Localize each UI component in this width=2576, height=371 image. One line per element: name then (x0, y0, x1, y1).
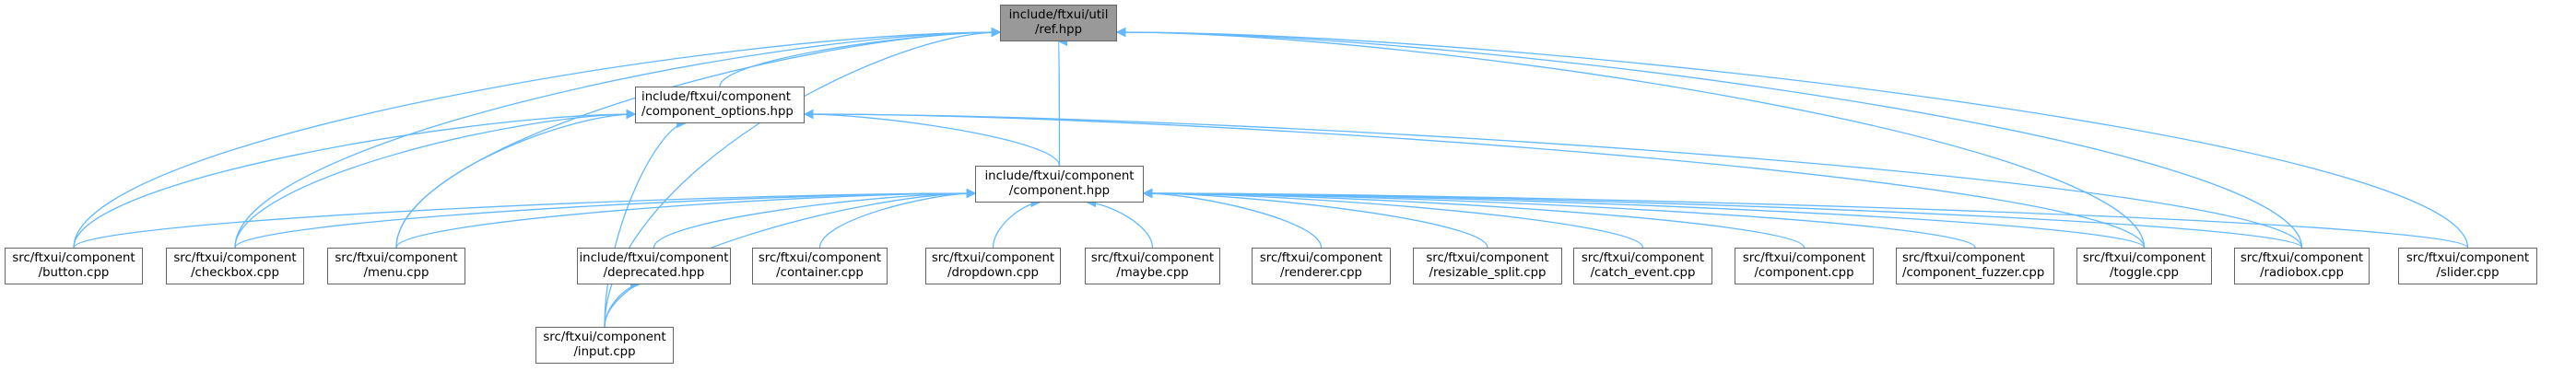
node-label-line2: /input.cpp (573, 345, 636, 359)
edge-button-to-ref (73, 27, 1002, 249)
edge-resizable_split-to-component_hpp (1142, 188, 1488, 249)
node-label-line1: src/ftxui/component (2240, 251, 2364, 265)
edge-renderer-to-component_hpp (1142, 188, 1323, 249)
edge-input-to-deprecated (604, 279, 641, 328)
node-label-line1: src/ftxui/component (543, 330, 666, 344)
node-label-line2: /ref.hpp (1034, 23, 1083, 37)
edge-component_fuzzer-to-component_hpp (1142, 188, 1976, 249)
node-label-line1: src/ftxui/component (1426, 251, 1549, 265)
edge-container-to-component_hpp (818, 188, 977, 249)
edge-menu-to-component_options (395, 109, 637, 249)
node-label-line1: src/ftxui/component (173, 251, 297, 265)
edge-maybe-to-component_hpp (1086, 197, 1154, 249)
node-menu-cpp[interactable]: src/ftxui/component /menu.cpp (327, 248, 465, 284)
node-label-line2: /button.cpp (38, 266, 110, 280)
node-label-line2: /slider.cpp (2436, 266, 2500, 280)
node-toggle-cpp[interactable]: src/ftxui/component /toggle.cpp (2076, 248, 2212, 284)
edge-menu-to-component_hpp (395, 188, 977, 249)
node-label-line2: /renderer.cpp (1280, 266, 1362, 280)
node-component-options-hpp[interactable]: include/ftxui/component /component_optio… (635, 87, 805, 123)
node-dropdown-cpp[interactable]: src/ftxui/component /dropdown.cpp (925, 248, 1061, 284)
node-slider-cpp[interactable]: src/ftxui/component /slider.cpp (2398, 248, 2537, 284)
node-label-line2: /toggle.cpp (2109, 266, 2179, 280)
node-label-line1: include/ftxui/component (579, 251, 729, 265)
node-label-line2: /component_fuzzer.cpp (1902, 266, 2045, 280)
edge-toggle-to-component_hpp (1142, 188, 2146, 249)
edge-button-to-component_options (73, 109, 637, 249)
node-label-line1: src/ftxui/component (12, 251, 135, 265)
node-label-line1: src/ftxui/component (1090, 251, 1215, 265)
node-label-line1: include/ftxui/component (984, 169, 1135, 183)
node-container-cpp[interactable]: src/ftxui/component /container.cpp (752, 248, 888, 284)
node-renderer-cpp[interactable]: src/ftxui/component /renderer.cpp (1252, 248, 1391, 284)
edge-toggle-to-component_options (803, 109, 2146, 249)
node-radiobox-cpp[interactable]: src/ftxui/component /radiobox.cpp (2234, 248, 2370, 284)
edge-slider-to-component_hpp (1142, 188, 2469, 249)
node-maybe-cpp[interactable]: src/ftxui/component /maybe.cpp (1085, 248, 1220, 284)
node-label-line1: src/ftxui/component (1581, 251, 1705, 265)
edge-button-to-component_hpp (73, 188, 977, 249)
node-label-line2: /component.cpp (1754, 266, 1854, 280)
node-label-line2: /checkbox.cpp (191, 266, 279, 280)
edge-component_options-to-ref (719, 27, 1002, 87)
node-label-line2: /container.cpp (776, 266, 864, 280)
edge-toggle-to-ref (1115, 27, 2146, 249)
node-label-line2: /menu.cpp (363, 266, 429, 280)
edge-checkbox-to-ref (234, 27, 1002, 249)
edge-component_hpp-to-component_options (803, 109, 1061, 167)
node-component-fuzzer-cpp[interactable]: src/ftxui/component /component_fuzzer.cp… (1896, 248, 2054, 284)
node-catch-event-cpp[interactable]: src/ftxui/component /catch_event.cpp (1573, 248, 1712, 284)
edge-checkbox-to-component_options (234, 109, 637, 249)
node-label-line2: /maybe.cpp (1116, 266, 1189, 280)
node-label-line1: include/ftxui/util (1008, 8, 1109, 22)
node-label-line2: /dropdown.cpp (947, 266, 1039, 280)
node-button-cpp[interactable]: src/ftxui/component /button.cpp (5, 248, 143, 284)
node-ref-hpp[interactable]: include/ftxui/util /ref.hpp (1000, 5, 1117, 41)
node-label-line1: src/ftxui/component (931, 251, 1055, 265)
node-label-line1: src/ftxui/component (1742, 251, 1866, 265)
node-label-line2: /component.hpp (1008, 184, 1111, 198)
node-deprecated-hpp[interactable]: include/ftxui/component /deprecated.hpp (577, 248, 731, 284)
node-input-cpp[interactable]: src/ftxui/component /input.cpp (535, 327, 674, 364)
node-label-line1: src/ftxui/component (1259, 251, 1383, 265)
edge-input-to-component_options (604, 118, 687, 328)
edge-radiobox-to-ref (1115, 27, 2303, 249)
edge-input-to-component_hpp (604, 188, 977, 328)
edge-checkbox-to-component_hpp (234, 188, 977, 249)
node-label-line2: /radiobox.cpp (2260, 266, 2344, 280)
node-component-hpp[interactable]: include/ftxui/component /component.hpp (975, 166, 1144, 203)
node-label-line2: /component_options.hpp (641, 105, 794, 119)
node-label-line1: src/ftxui/component (758, 251, 882, 265)
node-label-line1: include/ftxui/component (641, 90, 792, 104)
node-label-line2: /catch_event.cpp (1590, 266, 1696, 280)
node-label-line1: src/ftxui/component (2405, 251, 2530, 265)
edge-catch_event-to-component_hpp (1142, 188, 1644, 249)
edge-deprecated-to-component_hpp (653, 188, 977, 249)
node-label-line1: src/ftxui/component (2082, 251, 2206, 265)
node-component-cpp[interactable]: src/ftxui/component /component.cpp (1735, 248, 1874, 284)
node-resizable-split-cpp[interactable]: src/ftxui/component /resizable_split.cpp (1413, 248, 1562, 284)
edge-slider-to-ref (1115, 27, 2469, 249)
edge-dropdown-to-component_hpp (992, 197, 1041, 249)
edge-radiobox-to-component_options (803, 109, 2303, 249)
node-label-line2: /deprecated.hpp (603, 266, 705, 280)
node-label-line2: /resizable_split.cpp (1429, 266, 1547, 280)
node-checkbox-cpp[interactable]: src/ftxui/component /checkbox.cpp (166, 248, 304, 284)
node-label-line1: src/ftxui/component (335, 251, 458, 265)
node-label-line1: src/ftxui/component (1902, 251, 2026, 265)
edge-component_hpp-to-ref (1057, 39, 1069, 167)
